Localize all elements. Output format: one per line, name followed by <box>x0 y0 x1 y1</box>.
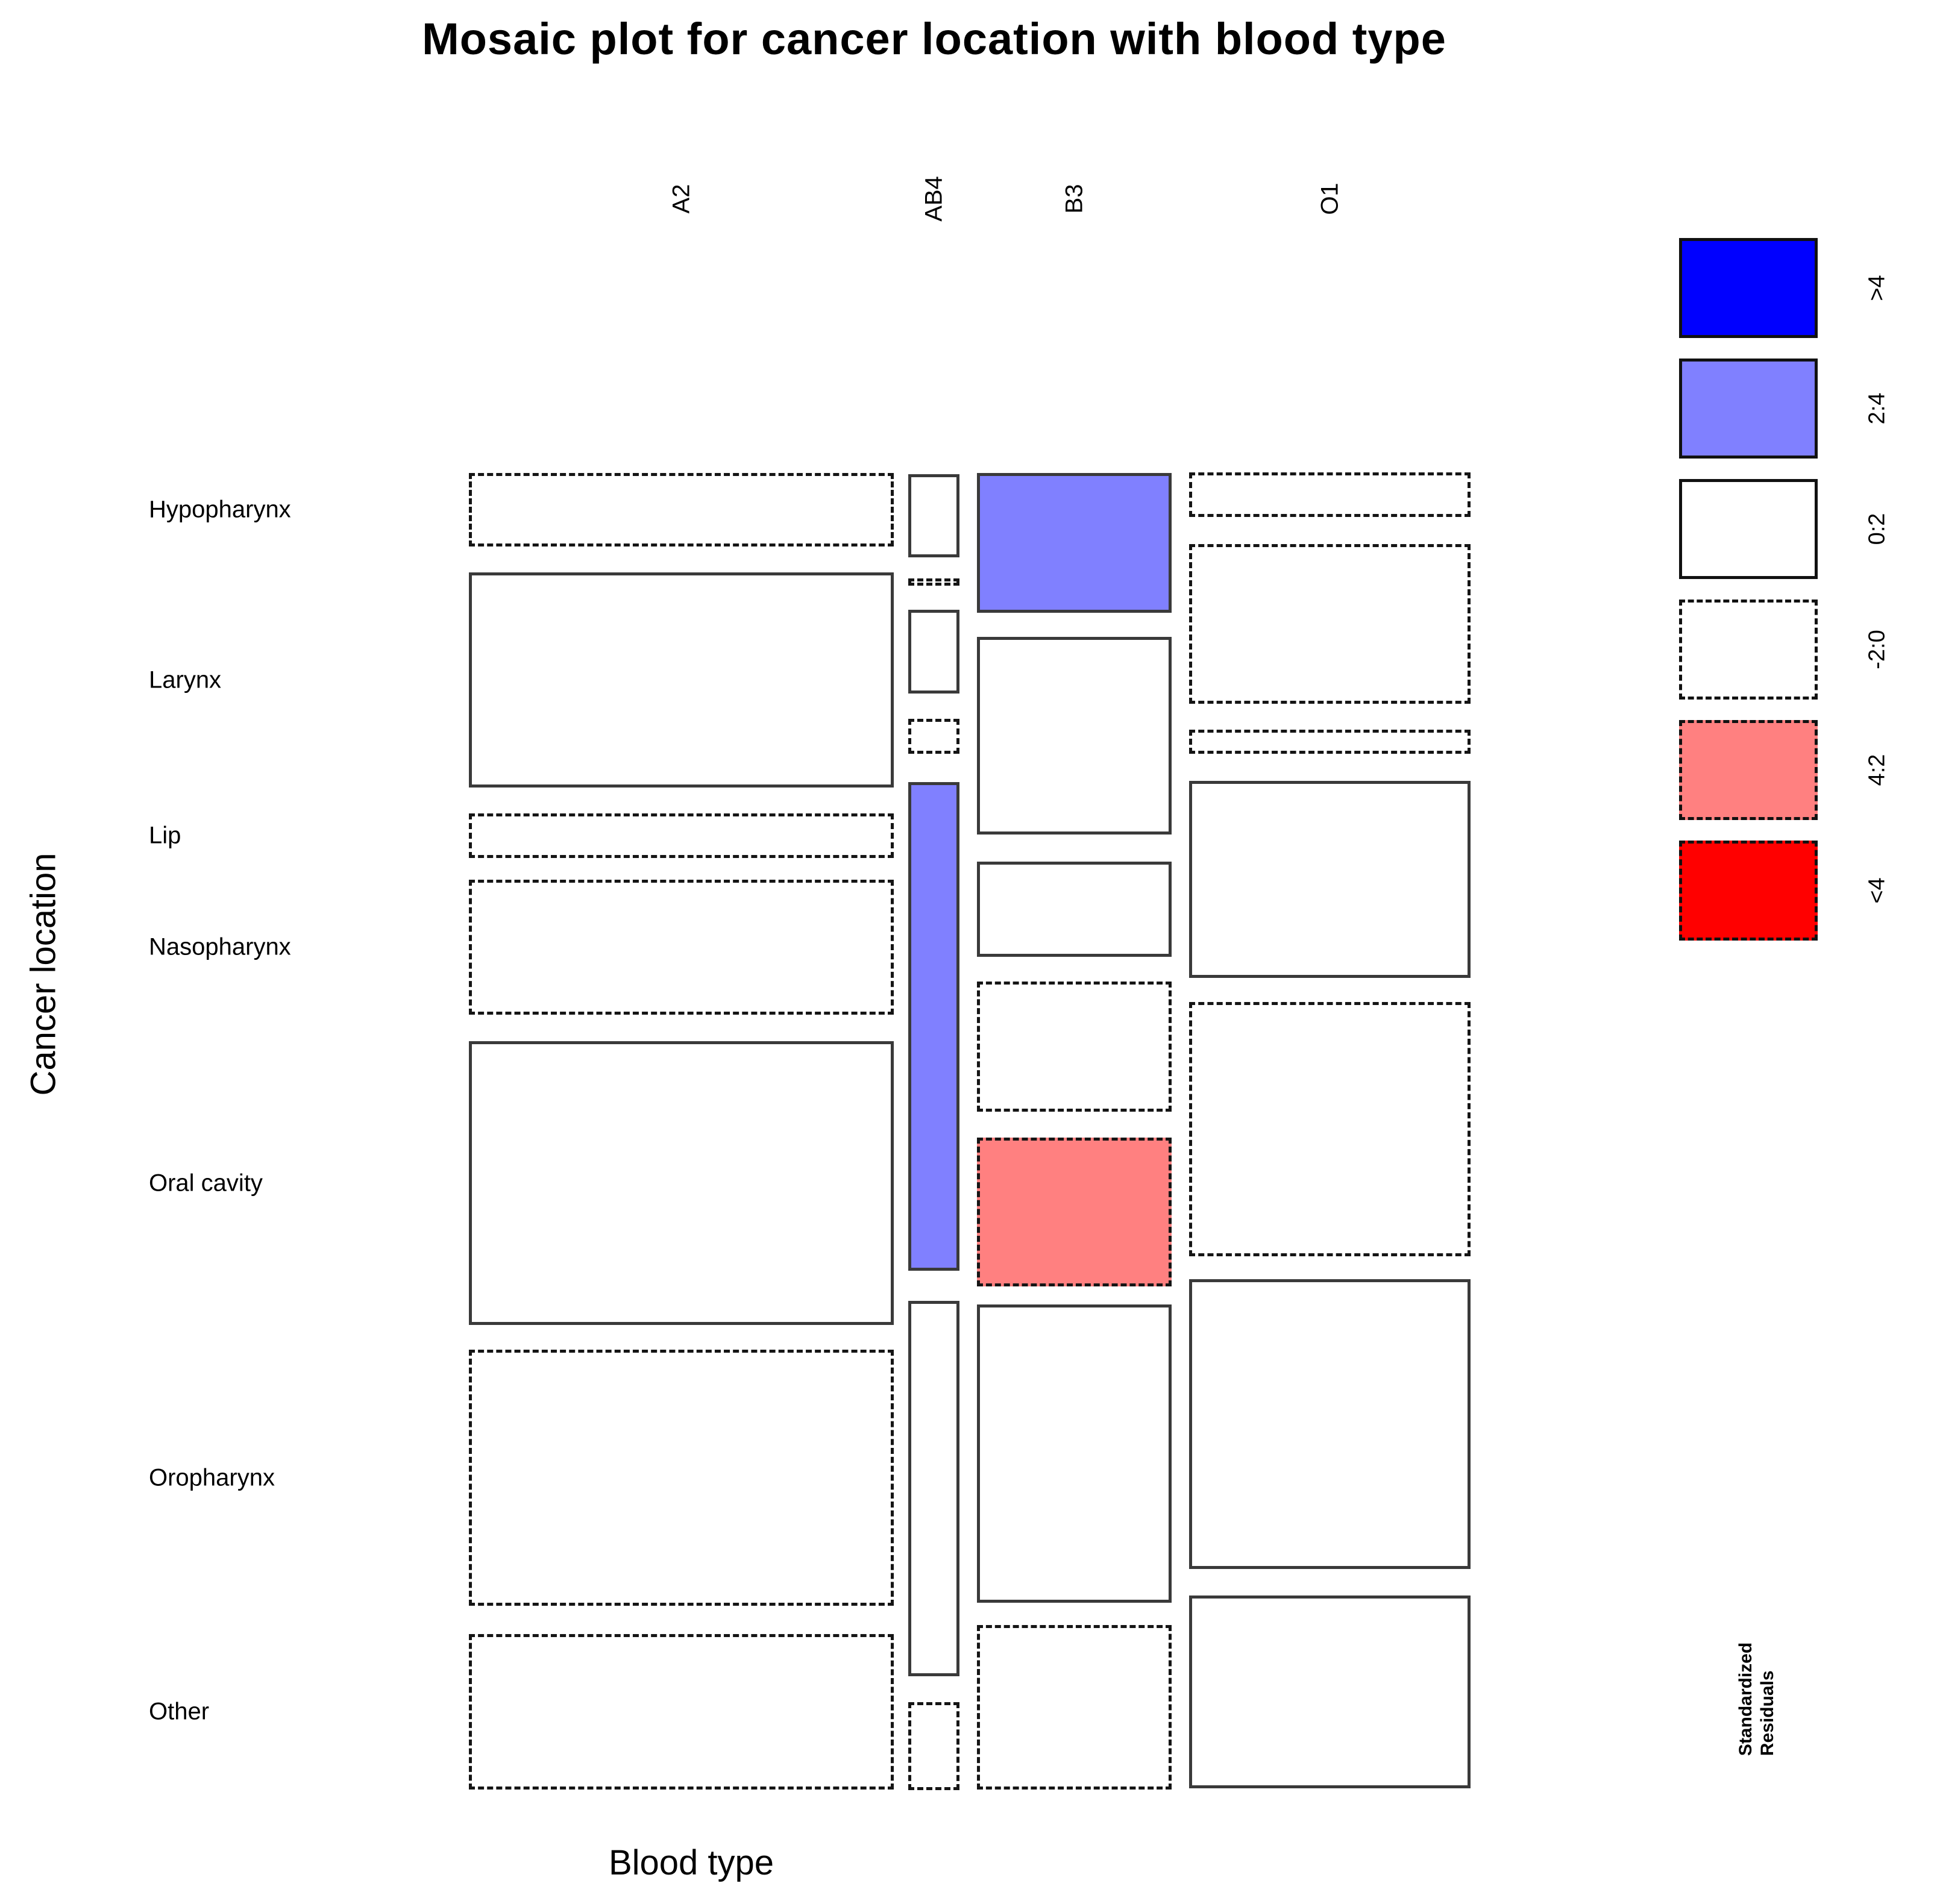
mosaic-tile-b3-oropharynx <box>977 1304 1172 1603</box>
mosaic-tile-b3-other <box>977 1625 1172 1790</box>
mosaic-tile-o1-larynx <box>1189 544 1471 704</box>
legend-swatch-0-2 <box>1679 479 1818 579</box>
mosaic-tile-a2-oropharynx <box>469 1350 894 1606</box>
column-label-ab4: AB4 <box>920 176 947 222</box>
mosaic-tile-o1-oropharynx <box>1189 1279 1471 1569</box>
row-label-hypopharynx: Hypopharynx <box>149 496 291 523</box>
chart-title: Mosaic plot for cancer location with blo… <box>422 14 1446 64</box>
row-label-nasopharynx: Nasopharynx <box>149 933 291 960</box>
row-label-other: Other <box>149 1698 210 1725</box>
mosaic-tile-b3-lip <box>977 862 1172 957</box>
column-label-o1: O1 <box>1316 183 1343 215</box>
mosaic-tile-o1-nasopharynx <box>1189 781 1471 978</box>
legend-swatch-4-2 <box>1679 720 1818 820</box>
mosaic-tile-b3-nasopharynx <box>977 982 1172 1112</box>
x-axis-label: Blood type <box>608 1843 774 1882</box>
mosaic-tile-a2-other <box>469 1634 894 1790</box>
mosaic-tile-a2-larynx <box>469 572 894 788</box>
legend-title-line1: Standardized <box>1736 1642 1756 1756</box>
mosaic-tile-o1-oral-cavity <box>1189 1002 1471 1256</box>
mosaic-tile-ab4-nasopharynx <box>908 719 959 754</box>
mosaic-tile-a2-hypopharynx <box>469 473 894 546</box>
legend-label-0-2: 0:2 <box>1864 513 1890 545</box>
legend-swatch--4 <box>1679 841 1818 941</box>
row-label-oral-cavity: Oral cavity <box>149 1170 263 1196</box>
legend-label-2-4: 2:4 <box>1864 392 1890 425</box>
column-label-b3: B3 <box>1061 184 1087 214</box>
legend-label-4-2: 4:2 <box>1864 754 1890 786</box>
row-label-oropharynx: Oropharynx <box>149 1464 275 1491</box>
mosaic-tile-o1-hypopharynx <box>1189 472 1471 517</box>
legend-title: Standardized Residuals <box>1735 1643 1779 1756</box>
legend-swatch-2-4 <box>1679 359 1818 459</box>
mosaic-tile-ab4-hypopharynx <box>908 474 959 557</box>
row-label-lip: Lip <box>149 822 181 849</box>
mosaic-tile-o1-lip <box>1189 730 1471 754</box>
mosaic-tile-o1-other <box>1189 1596 1471 1788</box>
mosaic-tile-ab4-lip <box>908 610 959 694</box>
mosaic-tile-a2-nasopharynx <box>469 880 894 1015</box>
mosaic-tile-a2-lip <box>469 813 894 858</box>
legend-swatch--4 <box>1679 238 1818 338</box>
mosaic-tile-b3-larynx <box>977 637 1172 835</box>
y-axis-label: Cancer location <box>24 853 63 1096</box>
legend-label--4: >4 <box>1864 275 1890 301</box>
legend-label--2-0: -2:0 <box>1864 630 1890 669</box>
mosaic-tile-ab4-other <box>908 1702 959 1790</box>
legend-swatch--2-0 <box>1679 600 1818 700</box>
legend-label--4: <4 <box>1864 877 1890 904</box>
row-label-larynx: Larynx <box>149 666 222 693</box>
mosaic-tile-b3-hypopharynx <box>977 473 1172 613</box>
mosaic-tile-ab4-oropharynx <box>908 1301 959 1676</box>
mosaic-tile-b3-oral-cavity <box>977 1138 1172 1286</box>
legend-title-line2: Residuals <box>1757 1670 1777 1756</box>
mosaic-tile-ab4-oral-cavity <box>908 782 959 1271</box>
mosaic-tile-a2-oral-cavity <box>469 1041 894 1325</box>
mosaic-tile-ab4-larynx <box>908 578 959 586</box>
column-label-a2: A2 <box>668 184 694 214</box>
